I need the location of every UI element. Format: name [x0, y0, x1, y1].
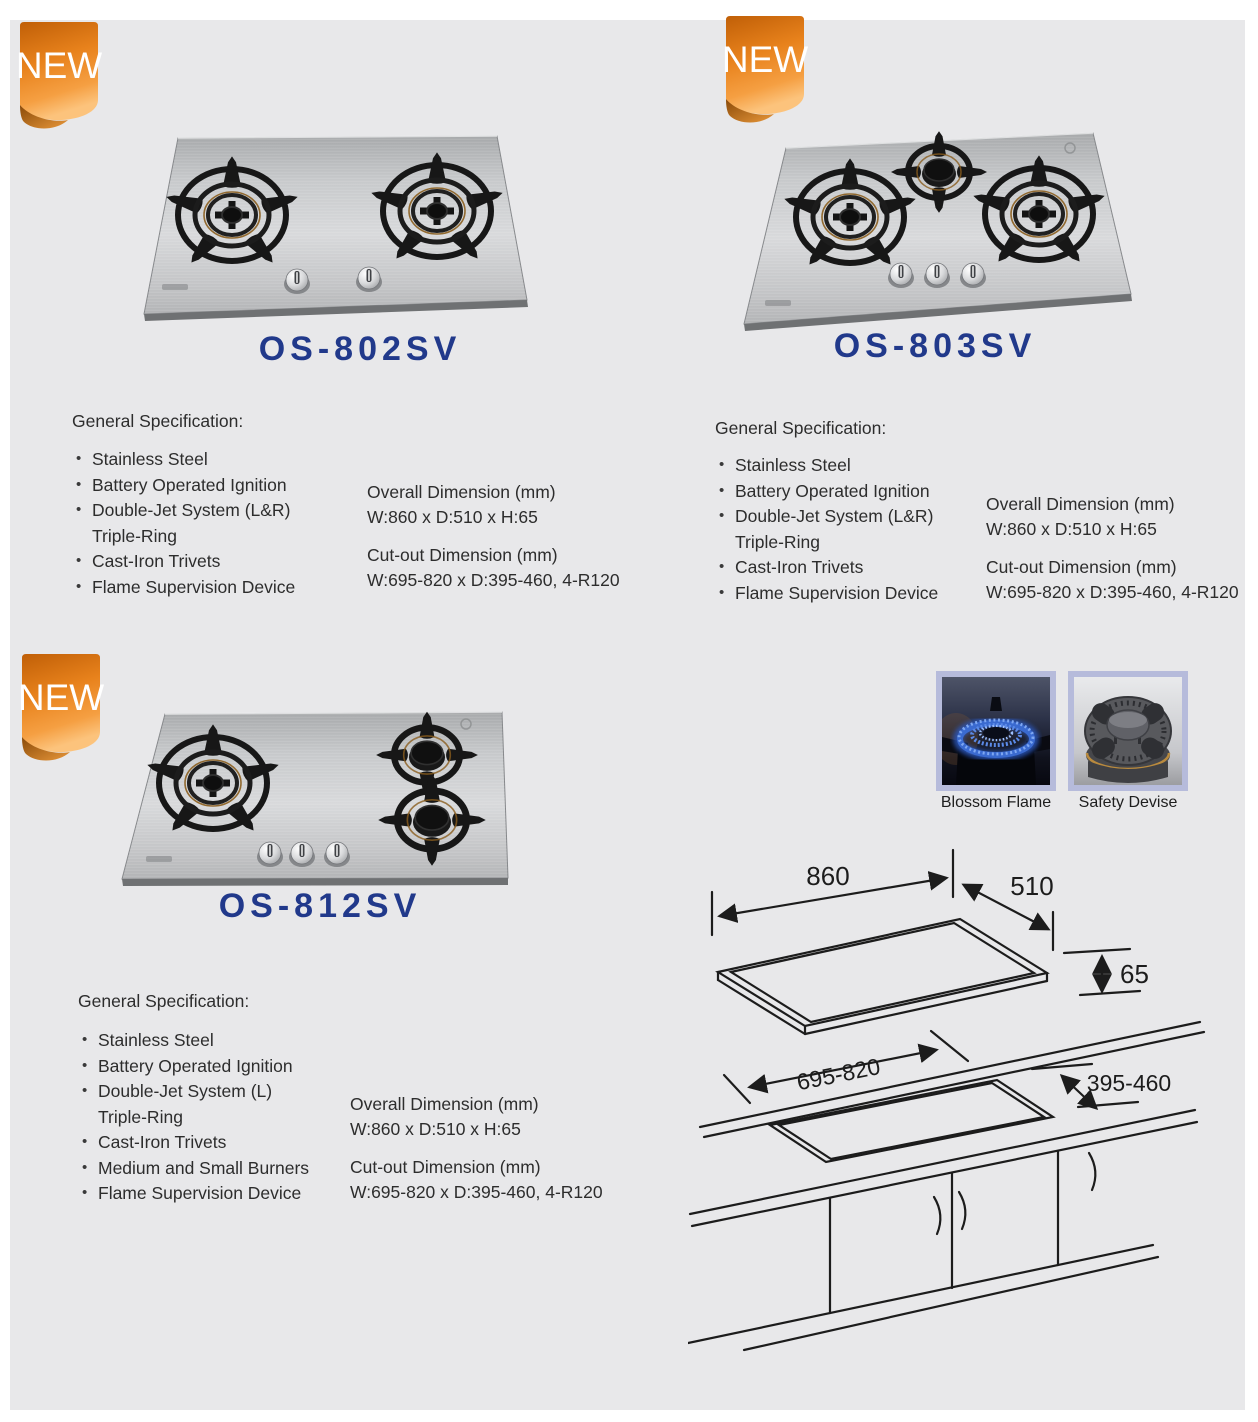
cutout-dimension-label: Cut-out Dimension (mm)	[350, 1157, 541, 1177]
cutout-dimension-value: W:695-820 x D:395-460, 4-R120	[367, 570, 620, 590]
feature-item: Stainless Steel	[717, 452, 938, 479]
overall-dimension-value: W:860 x D:510 x H:65	[986, 519, 1157, 539]
feature-item: Medium and Small Burners	[80, 1155, 309, 1182]
feature-item: Double-Jet System (L&R)	[74, 497, 295, 524]
new-badge-label: NEW	[16, 45, 102, 86]
feature-item: Double-Jet System (L)	[80, 1078, 309, 1105]
feature-item-continuation: Triple-Ring	[92, 525, 177, 546]
new-badge-label: NEW	[18, 677, 104, 718]
overall-width-label: 860	[806, 861, 849, 891]
product-photo-os-802sv	[143, 135, 528, 321]
cutout-depth-label: 395-460	[1087, 1070, 1171, 1096]
feature-item: Cast-Iron Trivets	[717, 554, 938, 581]
thumbnail-safety-device	[1068, 671, 1188, 791]
feature-item-continuation: Triple-Ring	[735, 531, 820, 552]
overall-dimension-value: W:860 x D:510 x H:65	[367, 507, 538, 527]
spec-heading: General Specification:	[715, 418, 887, 438]
feature-list: Stainless Steel Battery Operated Ignitio…	[80, 1027, 309, 1207]
product-title-os-812sv: OS-812SV	[218, 887, 422, 925]
overall-dimension-label: Overall Dimension (mm)	[986, 494, 1175, 514]
feature-list: Stainless Steel Battery Operated Ignitio…	[717, 452, 938, 607]
cutout-dimension-value: W:695-820 x D:395-460, 4-R120	[986, 582, 1239, 602]
feature-item: Cast-Iron Trivets	[74, 548, 295, 575]
feature-item: Battery Operated Ignition	[80, 1053, 309, 1080]
cutout-dimension-label: Cut-out Dimension (mm)	[367, 545, 558, 565]
product-photo-os-812sv	[121, 698, 509, 886]
thumbnail-caption: Safety Devise	[1078, 794, 1178, 811]
feature-item: Flame Supervision Device	[80, 1180, 309, 1207]
feature-item: Double-Jet System (L&R)	[717, 503, 938, 530]
product-title-os-802sv: OS-802SV	[258, 330, 462, 368]
thumbnail-caption: Blossom Flame	[940, 794, 1052, 811]
new-badge-ribbon-icon: NEW	[18, 654, 104, 761]
feature-item: Flame Supervision Device	[74, 574, 295, 601]
dimension-block: Overall Dimension (mm) W:860 x D:510 x H…	[367, 480, 620, 593]
igniter-mark-icon	[460, 718, 472, 730]
door-handle-icon	[957, 1190, 967, 1231]
feature-item: Cast-Iron Trivets	[80, 1129, 309, 1156]
thumbnail-blossom-flame	[936, 671, 1056, 791]
feature-item-continuation: Triple-Ring	[98, 1106, 183, 1127]
safety-device-photo	[1074, 677, 1182, 785]
brand-mark	[146, 856, 172, 862]
door-handle-icon	[932, 1195, 942, 1236]
feature-item: Flame Supervision Device	[717, 580, 938, 607]
feature-item: Stainless Steel	[74, 446, 295, 473]
dimension-block: Overall Dimension (mm) W:860 x D:510 x H…	[986, 492, 1239, 605]
cutout-width-label: 695-820	[794, 1053, 882, 1095]
feature-item: Stainless Steel	[80, 1027, 309, 1054]
feature-item: Battery Operated Ignition	[717, 478, 938, 505]
spec-heading: General Specification:	[72, 411, 244, 431]
feature-item: Battery Operated Ignition	[74, 472, 295, 499]
new-badge-ribbon-icon: NEW	[16, 22, 102, 129]
cutout-dimension-label: Cut-out Dimension (mm)	[986, 557, 1177, 577]
overall-dimension-value: W:860 x D:510 x H:65	[350, 1119, 521, 1139]
brand-mark	[765, 300, 791, 306]
dimension-block: Overall Dimension (mm) W:860 x D:510 x H…	[350, 1092, 603, 1205]
overall-height-label: 65	[1120, 959, 1149, 989]
igniter-mark-icon	[1064, 142, 1076, 154]
installation-dimension-diagram: 860 510 65 695-820 395-460	[688, 848, 1206, 1352]
spec-heading: General Specification:	[78, 991, 250, 1011]
product-photo-os-803sv	[743, 118, 1132, 331]
door-handle-icon	[1087, 1151, 1097, 1192]
new-badge-ribbon-icon: NEW	[722, 16, 808, 123]
overall-dimension-label: Overall Dimension (mm)	[367, 482, 556, 502]
overall-depth-label: 510	[1010, 871, 1053, 901]
blossom-flame-photo	[942, 677, 1050, 785]
brand-mark	[162, 284, 188, 290]
cutout-dimension-value: W:695-820 x D:395-460, 4-R120	[350, 1182, 603, 1202]
product-title-os-803sv: OS-803SV	[833, 327, 1037, 365]
overall-dimension-label: Overall Dimension (mm)	[350, 1094, 539, 1114]
feature-list: Stainless Steel Battery Operated Ignitio…	[74, 446, 295, 601]
new-badge-label: NEW	[722, 39, 808, 80]
